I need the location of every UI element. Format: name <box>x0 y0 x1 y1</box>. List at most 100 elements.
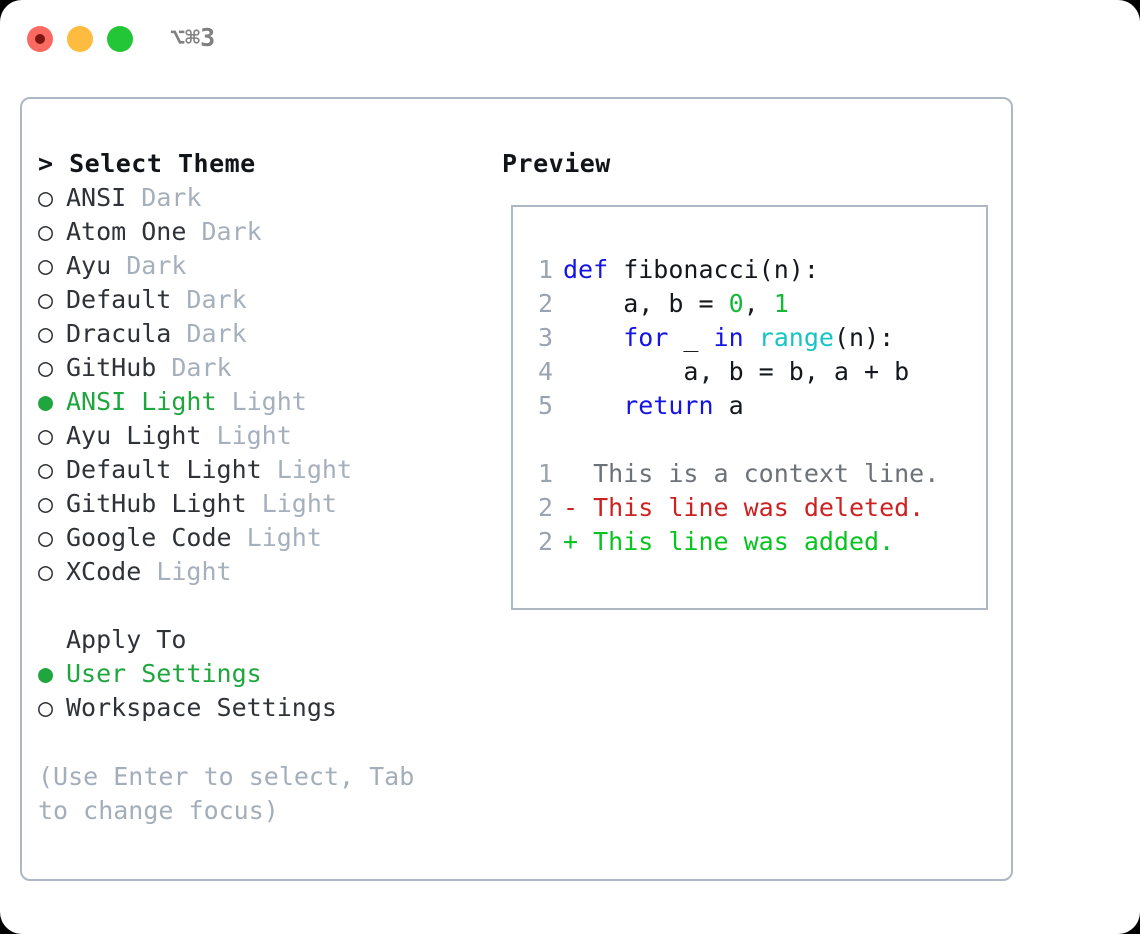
apply-to-option[interactable]: ○ Workspace Settings <box>38 691 498 725</box>
diff-snippet: 1 This is a context line.2- This line wa… <box>531 457 978 559</box>
theme-name-label: Default Light <box>66 455 262 484</box>
line-number: 5 <box>537 391 553 420</box>
code-line: 3 for _ in range(n): <box>531 321 978 355</box>
apply-to-option[interactable]: ● User Settings <box>38 657 498 691</box>
minimize-button[interactable] <box>67 26 93 52</box>
radio-unselected-icon[interactable]: ○ <box>38 455 54 484</box>
code-token <box>744 323 759 352</box>
theme-name-label: Google Code <box>66 523 232 552</box>
theme-list-item[interactable]: ●ANSI Light Light <box>38 385 498 419</box>
radio-unselected-icon[interactable]: ○ <box>38 319 54 348</box>
radio-unselected-icon[interactable]: ○ <box>38 285 54 314</box>
theme-name-label: ANSI <box>66 183 127 212</box>
label-spacer <box>186 217 201 246</box>
label-spacer <box>262 455 277 484</box>
code-token: 0 <box>728 289 744 318</box>
line-number: 4 <box>537 357 553 386</box>
radio-unselected-icon[interactable]: ○ <box>38 489 54 518</box>
code-line: 1 def fibonacci(n): <box>531 253 978 287</box>
code-token <box>563 391 623 420</box>
close-button[interactable] <box>27 26 53 52</box>
code-token: fibonacci(n): <box>608 255 819 284</box>
theme-list-item[interactable]: ○Default Dark <box>38 283 498 317</box>
line-number: 1 <box>537 255 553 284</box>
theme-list-item[interactable]: ○ Ayu Light Light <box>38 419 498 453</box>
theme-list-item[interactable]: ○ANSI Dark <box>38 181 498 215</box>
theme-name-label: Default <box>66 285 172 314</box>
theme-category-label: Light <box>156 557 232 586</box>
line-number: 2 <box>537 289 553 318</box>
theme-list-item[interactable]: ○XCode Light <box>38 555 498 589</box>
radio-unselected-icon[interactable]: ○ <box>38 251 54 280</box>
theme-category-label: Dark <box>186 319 247 348</box>
radio-unselected-icon[interactable]: ○ <box>38 183 54 212</box>
radio-unselected-icon[interactable]: ○ <box>38 693 54 722</box>
label-spacer <box>232 523 247 552</box>
diff-text: This line was added. <box>593 527 895 556</box>
radio-unselected-icon[interactable]: ○ <box>38 353 54 382</box>
apply-to-heading: Apply To <box>38 623 498 657</box>
label-spacer <box>141 557 156 586</box>
theme-name-label: Atom One <box>66 217 187 246</box>
label-spacer <box>201 421 216 450</box>
radio-unselected-icon[interactable]: ○ <box>38 421 54 450</box>
label-spacer <box>171 285 186 314</box>
code-token: def <box>563 255 609 284</box>
theme-list-item[interactable]: ○ Dracula Dark <box>38 317 498 351</box>
theme-list-item[interactable]: ○GitHub Dark <box>38 351 498 385</box>
theme-category-label: Light <box>261 489 337 518</box>
preview-heading: Preview <box>502 149 611 178</box>
theme-category-label: Light <box>246 523 322 552</box>
theme-list[interactable]: ○ANSI Dark○Atom One Dark○Ayu Dark○Defaul… <box>38 181 498 589</box>
diff-sign: - <box>563 493 594 522</box>
code-line: 2 a, b = 0, 1 <box>531 287 978 321</box>
radio-unselected-icon[interactable]: ○ <box>38 557 54 586</box>
radio-selected-icon[interactable]: ● <box>38 387 54 416</box>
keyboard-hint-text: (Use Enter to select, Tab to change focu… <box>38 762 430 825</box>
label-spacer <box>247 489 262 518</box>
theme-list-item[interactable]: ○Ayu Dark <box>38 249 498 283</box>
diff-line: 1 This is a context line. <box>531 457 978 491</box>
code-token: for <box>623 323 669 352</box>
title-bar: ⌥⌘3 <box>0 0 1140 78</box>
code-token: _ <box>668 323 714 352</box>
theme-category-label: Dark <box>171 353 232 382</box>
line-number: 3 <box>537 323 553 352</box>
code-line: 5 return a <box>531 389 978 423</box>
line-number: 2 <box>537 493 553 522</box>
diff-line: 2+ This line was added. <box>531 525 978 559</box>
keyboard-shortcut-label: ⌥⌘3 <box>170 23 216 52</box>
line-number: 2 <box>537 527 553 556</box>
theme-name-label: Ayu <box>66 251 112 280</box>
theme-list-item[interactable]: ○Default Light Light <box>38 453 498 487</box>
radio-unselected-icon[interactable]: ○ <box>38 523 54 552</box>
maximize-button[interactable] <box>107 26 133 52</box>
code-token: in <box>713 323 744 352</box>
radio-unselected-icon[interactable]: ○ <box>38 217 54 246</box>
label-spacer <box>171 319 186 348</box>
theme-selector-column: > Select Theme ○ANSI Dark○Atom One Dark○… <box>38 147 498 725</box>
theme-list-item[interactable]: ○ Google Code Light <box>38 521 498 555</box>
diff-sign <box>563 459 593 488</box>
code-line: 4 a, b = b, a + b <box>531 355 978 389</box>
code-token: (n): <box>833 323 895 352</box>
theme-name-label: Ayu Light <box>66 421 202 450</box>
diff-text: This is a context line. <box>593 459 940 488</box>
theme-name-label: ANSI Light <box>66 387 217 416</box>
radio-selected-icon[interactable]: ● <box>38 659 54 688</box>
theme-list-item[interactable]: ○Atom One Dark <box>38 215 498 249</box>
theme-name-label: Dracula <box>66 319 172 348</box>
apply-to-heading-label: Apply To <box>66 625 187 654</box>
apply-to-option-label: User Settings <box>66 659 262 688</box>
theme-list-item[interactable]: ○GitHub Light Light <box>38 487 498 521</box>
apply-to-list[interactable]: ● User Settings ○ Workspace Settings <box>38 657 498 725</box>
label-spacer <box>217 387 232 416</box>
section-spacer <box>38 589 498 623</box>
theme-category-label: Light <box>216 421 292 450</box>
code-token: range <box>758 323 834 352</box>
apply-to-option-label: Workspace Settings <box>66 693 337 722</box>
code-token: a <box>713 391 744 420</box>
